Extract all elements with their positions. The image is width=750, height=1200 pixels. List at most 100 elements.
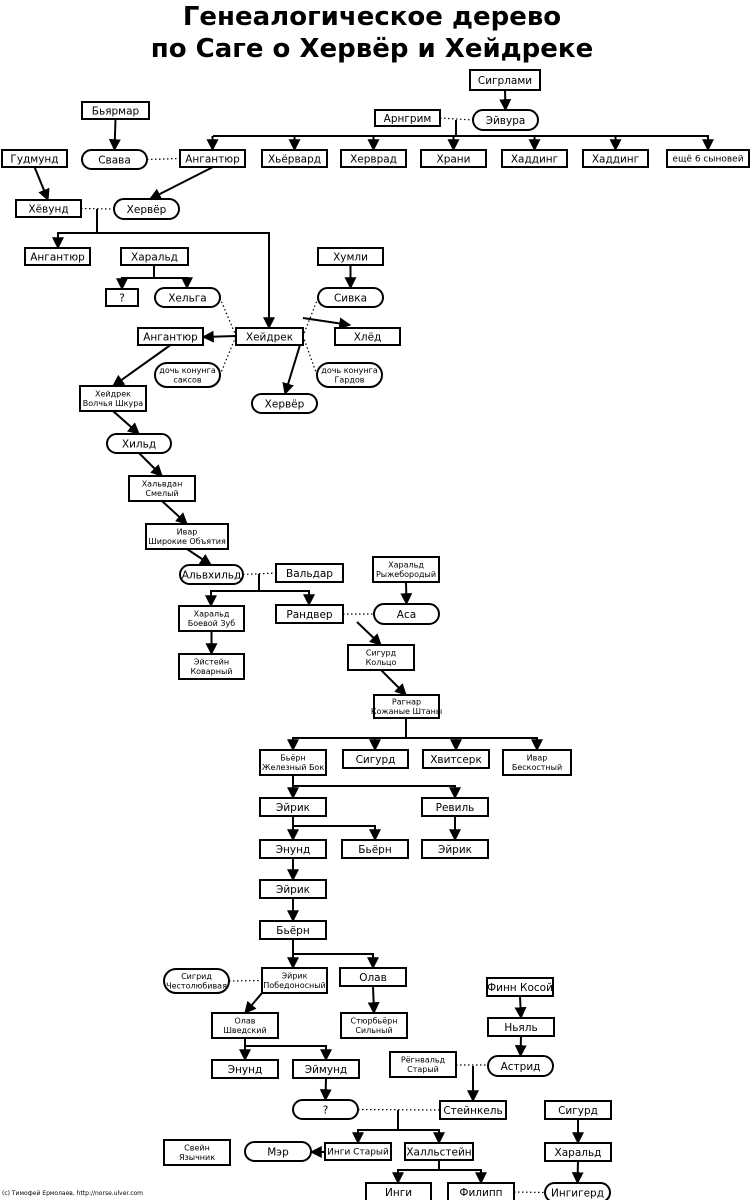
node-label: дочь конунга — [159, 366, 216, 375]
edge-ironside-revil — [293, 785, 461, 800]
node-finn: Финн Косой — [486, 977, 554, 997]
node-steinkel: Стейнкель — [439, 1100, 507, 1120]
edge-nyal-astrid — [514, 1035, 527, 1058]
node-sivka: Сивка — [317, 287, 384, 308]
node-label: Сигрлами — [478, 75, 532, 87]
node-label: Хьёрвард — [268, 153, 321, 165]
edge-herver1-angantyr2 — [52, 209, 98, 250]
node-frame — [373, 603, 440, 625]
node-frame — [292, 1059, 360, 1079]
edge-hild-halfdan — [138, 452, 163, 477]
node-frame — [261, 967, 328, 994]
node-frame — [154, 287, 221, 308]
marriage-helga-heidrek — [219, 297, 237, 337]
edge-gudmund-heyvund — [33, 166, 50, 202]
node-label: Харальд — [194, 610, 230, 619]
node-label: Хервёр — [127, 204, 167, 216]
node-sigurd2: Сигурд — [342, 749, 409, 769]
node-label: Гудмунд — [10, 153, 58, 165]
node-label: Филипп — [459, 1187, 502, 1199]
node-label: дочь конунга — [321, 366, 378, 375]
node-frame — [544, 1142, 612, 1162]
node-label: Сигурд — [558, 1105, 598, 1117]
node-label: Кожаные Штаны — [371, 707, 442, 716]
edge-ivar-alfhild — [186, 548, 212, 566]
edge-harald-red-asa — [400, 581, 413, 606]
node-mer: Мэр — [244, 1141, 312, 1162]
node-question2: ? — [292, 1099, 359, 1120]
node-frame — [341, 839, 409, 859]
edge-heidrek-angantyr3 — [201, 330, 237, 343]
node-label: Бескостный — [512, 763, 562, 772]
node-label: Язычник — [179, 1153, 215, 1162]
node-frame — [275, 563, 344, 583]
node-frame — [544, 1182, 611, 1200]
node-frame — [24, 247, 91, 266]
edge-sigrlami-eyvura — [499, 89, 512, 112]
edge-sivka-hled — [302, 317, 352, 330]
marriage-svava-angantyr1 — [146, 157, 181, 161]
edge-heidrek-herver2 — [282, 344, 301, 396]
node-frame — [373, 694, 440, 719]
edge-hallstein-filipp — [439, 1169, 487, 1185]
edge-steinkel-ingi-old — [352, 1110, 399, 1145]
edge-halfdan-ivar — [161, 500, 188, 525]
bus-ragnar-children — [293, 737, 538, 750]
node-frame — [128, 475, 196, 502]
node-label: Стейнкель — [443, 1105, 502, 1117]
node-sigurd3: Сигурд — [544, 1100, 612, 1120]
edge-bjorn3-olav — [293, 953, 379, 970]
node-frame — [487, 1017, 555, 1037]
node-frame — [374, 109, 441, 127]
node-label: Эйрик — [276, 884, 310, 896]
node-frame — [404, 1142, 474, 1161]
node-label: Ивар — [177, 528, 198, 537]
node-label: ? — [119, 292, 125, 304]
node-frame — [163, 968, 230, 994]
node-frame — [582, 149, 649, 168]
node-gudmund: Гудмунд — [1, 149, 68, 168]
node-hallstein: Халльстейн — [404, 1142, 474, 1161]
marriage-heyvund-herver1 — [80, 207, 115, 210]
node-frame — [340, 149, 407, 168]
node-bjorn3: Бьёрн — [259, 920, 327, 940]
node-label: Бьёрн — [280, 754, 305, 763]
node-label: Энунд — [228, 1064, 263, 1076]
node-frame — [347, 644, 415, 671]
node-nyal: Ньяль — [487, 1017, 555, 1037]
node-frame — [469, 69, 541, 91]
node-label: Хейдрек — [95, 390, 131, 399]
node-svava: Свава — [81, 149, 148, 170]
node-arngrim: Арнгрим — [374, 109, 441, 127]
edge-eirik1-bjorn2 — [293, 825, 381, 842]
node-frame — [81, 149, 148, 170]
node-frame — [340, 1012, 408, 1039]
node-label: Энунд — [276, 844, 311, 856]
node-label: Свейн — [184, 1144, 210, 1153]
node-label: Коварный — [190, 667, 232, 676]
node-label: Ангантюр — [185, 153, 240, 165]
node-helga: Хельга — [154, 287, 221, 308]
node-frame — [261, 149, 328, 168]
node-label: Эйстейн — [194, 658, 229, 667]
node-frame — [106, 433, 172, 454]
node-label: Победоносный — [263, 981, 325, 990]
node-label: Эймунд — [305, 1064, 347, 1076]
node-byarmar: Бьярмар — [81, 101, 150, 120]
node-frame — [105, 288, 139, 307]
node-enund2: Энунд — [211, 1059, 279, 1079]
node-enund1: Энунд — [259, 839, 327, 859]
node-frame — [334, 327, 401, 346]
edge-herver1-heidrek — [97, 232, 275, 330]
edge-ragnar-bjorn-ironside — [287, 718, 407, 752]
node-label: Стюрбьёрн — [351, 1017, 398, 1026]
edge-angantyr3-heidrek-wolfskin — [112, 344, 172, 387]
node-frame — [137, 327, 204, 346]
node-label: Ангантюр — [143, 331, 198, 343]
